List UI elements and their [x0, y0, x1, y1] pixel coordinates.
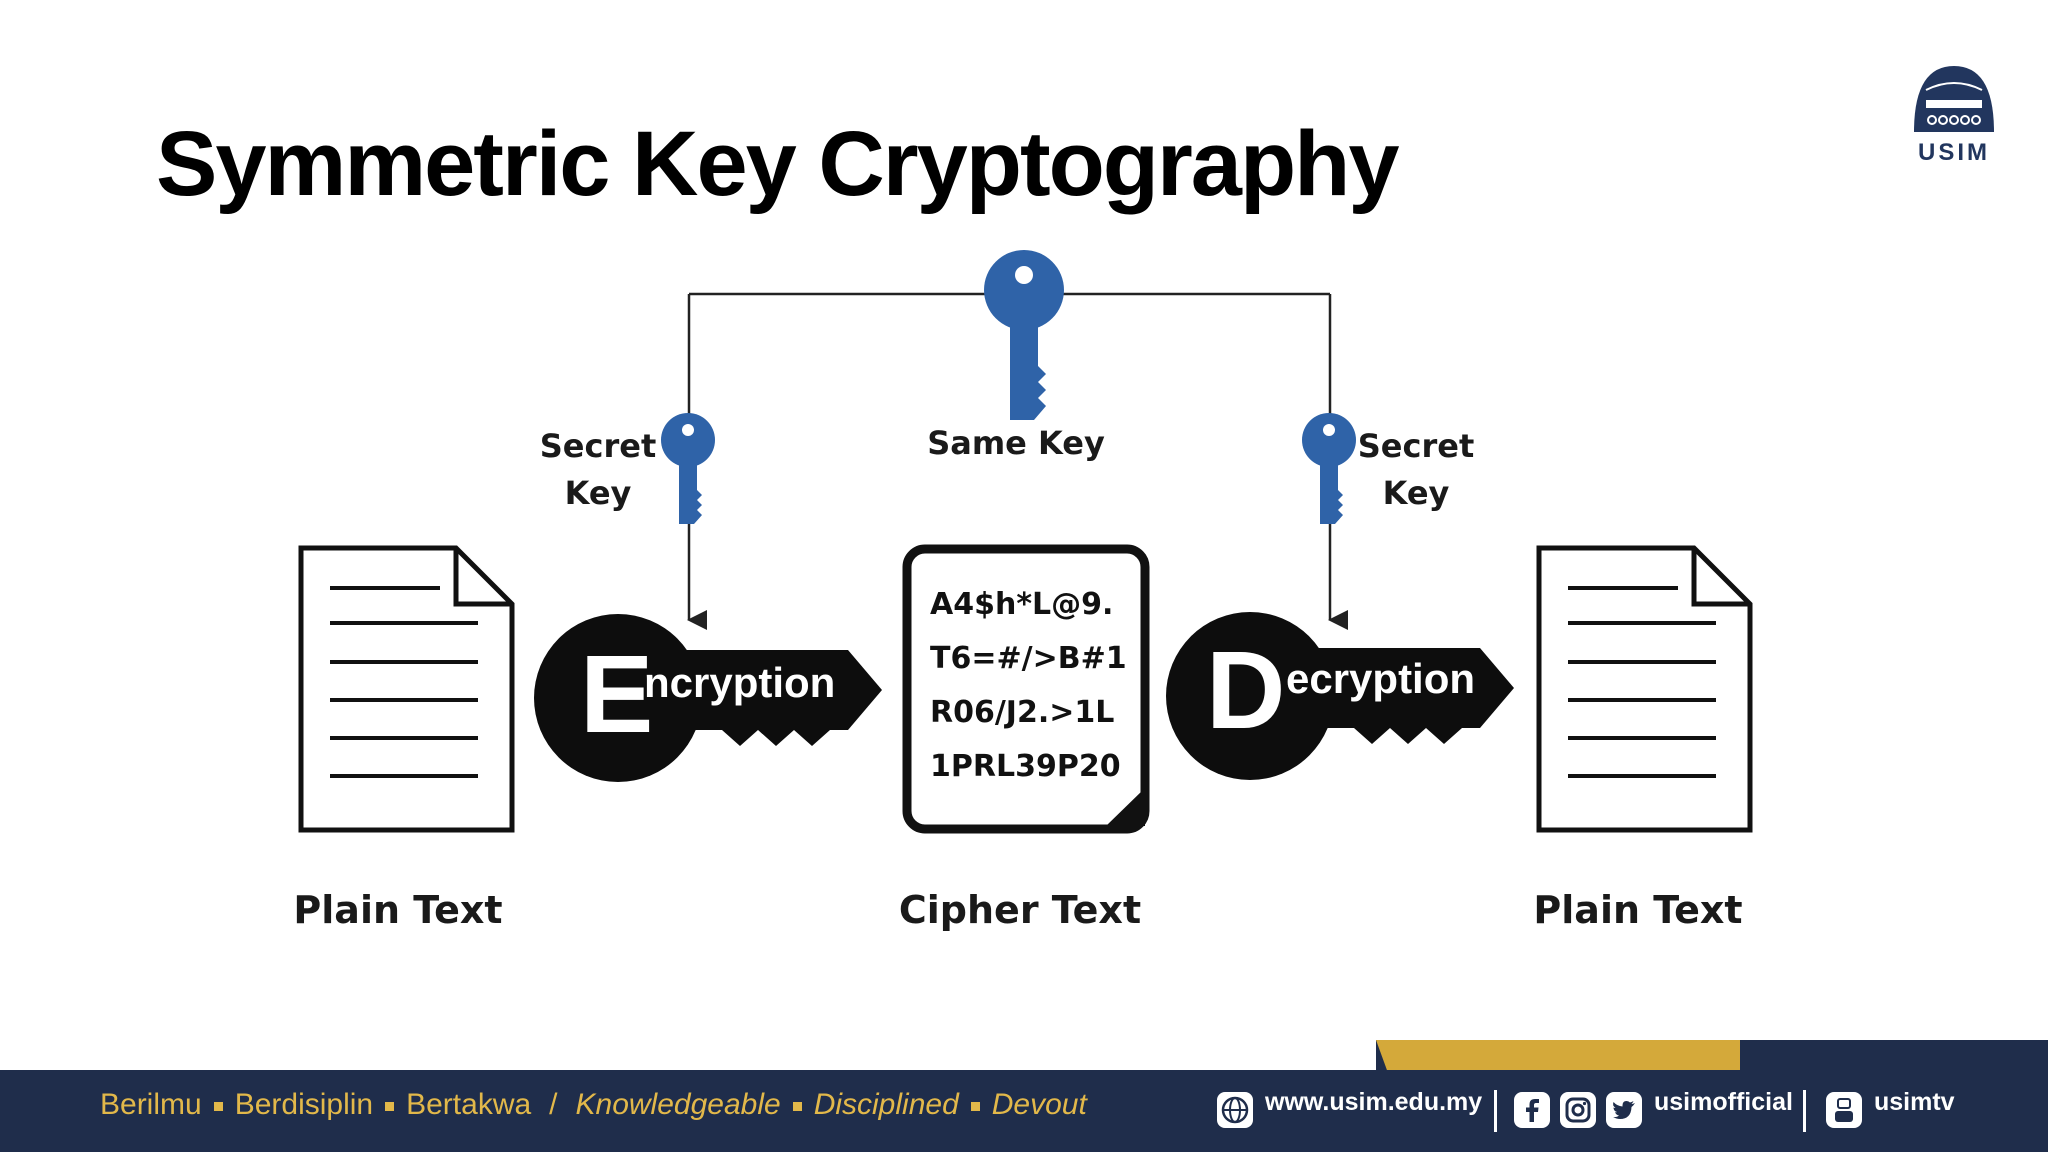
motto-item: Bertakwa [406, 1088, 532, 1121]
left-plain-text-label: Plain Text [293, 888, 503, 932]
bullet-dot [792, 1101, 802, 1111]
cipher-text-label: Cipher Text [898, 888, 1142, 932]
motto-item: Devout [991, 1088, 1087, 1121]
globe-icon[interactable] [1217, 1092, 1253, 1128]
decryption-initial: D [1206, 629, 1286, 752]
document-icon [1536, 545, 1753, 833]
motto-item: Berilmu [100, 1088, 202, 1121]
twitter-icon[interactable] [1606, 1092, 1642, 1128]
footer-bar [0, 1070, 2048, 1152]
footer-divider [1803, 1090, 1806, 1132]
right-plain-text-label: Plain Text [1533, 888, 1743, 932]
cipher-text-content: A4$h*L@9. T6=#/>B#1 R06/J2.>1L 1PRL39P20 [930, 578, 1127, 794]
footer-divider [1494, 1090, 1497, 1132]
facebook-icon[interactable] [1514, 1092, 1550, 1128]
footer-accent-gold [1376, 1040, 1740, 1070]
key-icon [661, 413, 715, 524]
encryption-initial: E [580, 633, 654, 756]
youtube-icon[interactable] [1826, 1092, 1862, 1128]
motto-item: Knowledgeable [575, 1088, 781, 1121]
top-key-label: Same Key [927, 424, 1105, 462]
encryption-label: ncryption [644, 659, 836, 706]
left-key-label: Secret Key [539, 427, 657, 512]
cipher-line: T6=#/>B#1 [930, 641, 1127, 676]
bullet-dot [970, 1101, 980, 1111]
cipher-line: A4$h*L@9. [930, 587, 1114, 622]
key-icon [984, 250, 1064, 420]
motto-item: Berdisiplin [234, 1088, 374, 1121]
key-icon [1302, 413, 1356, 524]
website-link[interactable]: www.usim.edu.my [1265, 1088, 1483, 1116]
bullet-dot [213, 1101, 223, 1111]
usim-logo: USIM [1906, 60, 2002, 170]
decryption-key-shape [1166, 612, 1514, 780]
instagram-icon[interactable] [1560, 1092, 1596, 1128]
bullet-dot [385, 1101, 395, 1111]
decryption-label: ecryption [1286, 655, 1476, 702]
tv-handle[interactable]: usimtv [1874, 1088, 1955, 1116]
document-icon [298, 545, 515, 833]
motto-item: Disciplined [813, 1088, 959, 1121]
cipher-line: R06/J2.>1L [930, 695, 1115, 730]
social-handle[interactable]: usimofficial [1654, 1088, 1793, 1116]
cipher-line: 1PRL39P20 [930, 749, 1121, 784]
encryption-key-shape [534, 614, 882, 782]
right-key-label: Secret Key [1357, 427, 1475, 512]
motto-separator: / [549, 1088, 558, 1121]
logo-text: USIM [1918, 139, 1990, 166]
footer-motto: Berilmu Berdisiplin Bertakwa / Knowledgeable… [100, 1088, 1087, 1122]
cipher-document-icon [902, 544, 1150, 834]
slide-title: Symmetric Key Cryptography [156, 113, 1400, 215]
